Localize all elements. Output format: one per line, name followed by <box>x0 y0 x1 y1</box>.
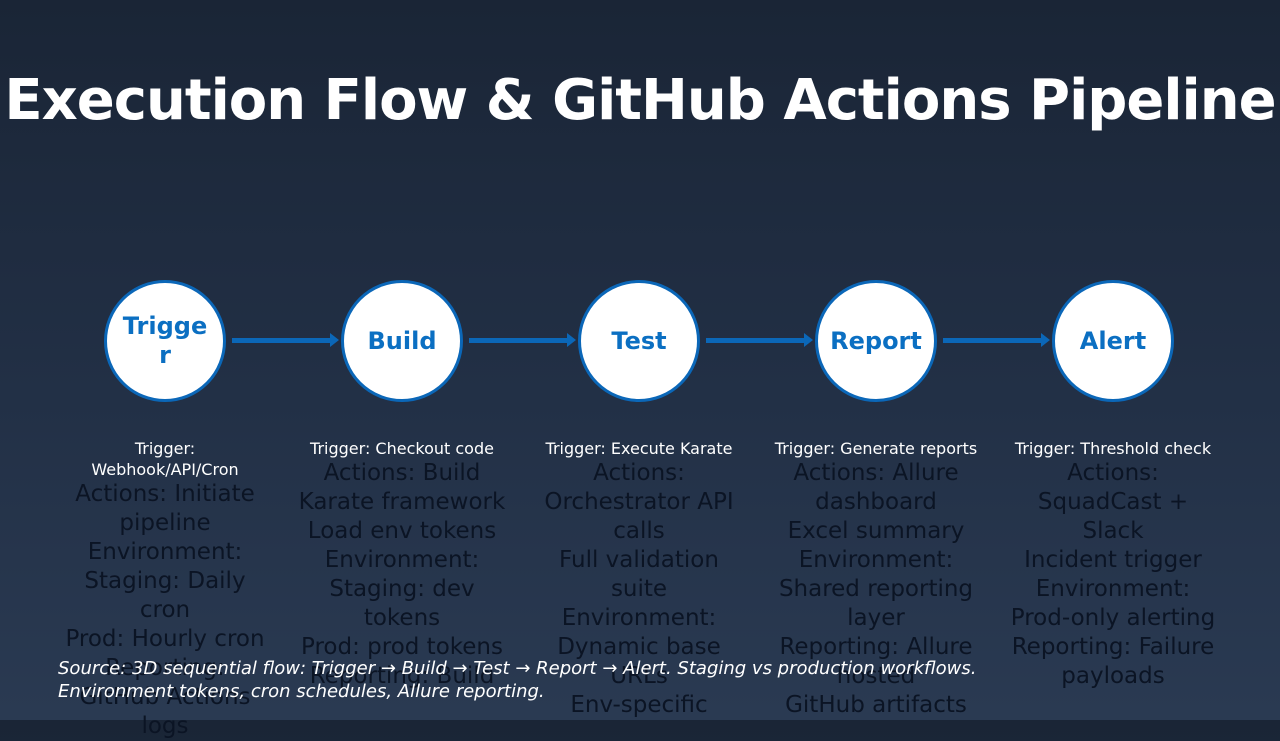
stage-label: Trigger <box>122 312 208 369</box>
stage-node-alert: Alert <box>1052 280 1174 402</box>
stage-node-report: Report <box>815 280 937 402</box>
stage-body-text: Actions: Orchestrator API calls Full val… <box>544 460 734 718</box>
stage-label: Alert <box>1079 326 1147 355</box>
stage-detail-trigger: Trigger: Webhook/API/Cron Actions: Initi… <box>60 438 270 741</box>
stage-trigger-text: Trigger: Checkout code <box>310 439 494 458</box>
stage-detail-build: Trigger: Checkout code Actions: Build Ka… <box>297 438 507 691</box>
stage-trigger-text: Trigger: Execute Karate <box>545 439 733 458</box>
slide-title: Execution Flow & GitHub Actions Pipeline <box>4 68 1276 133</box>
stage-body-text: Actions: Allure dashboard Excel summary … <box>778 460 974 718</box>
flow-arrow <box>706 333 813 347</box>
stage-body-text: Actions: Build Karate framework Load env… <box>298 460 506 689</box>
stage-node-test: Test <box>578 280 700 402</box>
stage-node-build: Build <box>341 280 463 402</box>
flow-arrow <box>943 333 1050 347</box>
stage-trigger-text: Trigger: Webhook/API/Cron <box>91 439 239 479</box>
stage-label: Report <box>830 326 922 355</box>
stage-label: Build <box>367 326 437 355</box>
stage-body-text: Actions: SquadCast + Slack Incident trig… <box>1010 460 1216 689</box>
source-caption: Source: 3D sequential flow: Trigger → Bu… <box>58 658 977 702</box>
stage-detail-alert: Trigger: Threshold check Actions: SquadC… <box>1008 438 1218 691</box>
stage-trigger-text: Trigger: Threshold check <box>1014 439 1212 458</box>
stage-detail-report: Trigger: Generate reports Actions: Allur… <box>771 438 981 720</box>
flow-arrow <box>232 333 339 347</box>
flow-arrow <box>469 333 576 347</box>
stage-trigger-text: Trigger: Generate reports <box>774 439 978 458</box>
stage-node-trigger: Trigger <box>104 280 226 402</box>
stage-detail-test: Trigger: Execute Karate Actions: Orchest… <box>534 438 744 720</box>
stage-label: Test <box>611 326 667 355</box>
stage-body-text: Actions: Initiate pipeline Environment: … <box>65 481 265 739</box>
